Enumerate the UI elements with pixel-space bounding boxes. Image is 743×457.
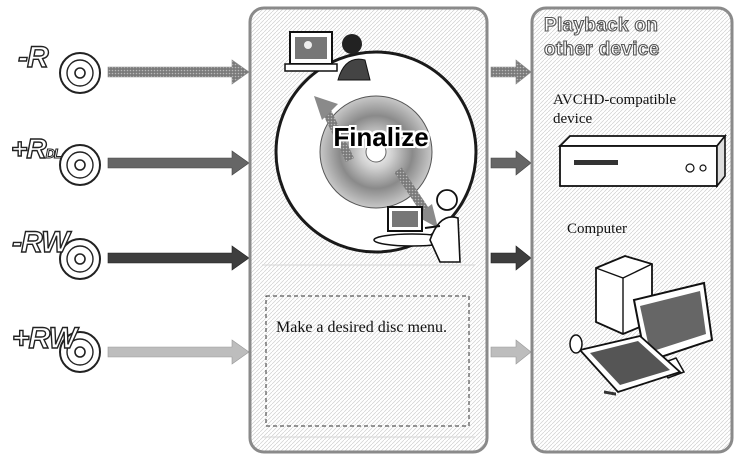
playback-title: Playback on other device bbox=[543, 14, 724, 62]
finalize-label: Finalize bbox=[333, 122, 429, 152]
disc-icon-prw bbox=[59, 331, 101, 373]
avchd-player-icon bbox=[557, 133, 727, 189]
arrow-prw-to-finalize bbox=[107, 339, 250, 365]
disc-menu-box bbox=[265, 295, 470, 427]
curved-arrow-up bbox=[320, 106, 355, 162]
disc-icon-r bbox=[59, 52, 101, 94]
computer-icon bbox=[569, 255, 714, 396]
arrow-r-to-finalize bbox=[107, 59, 250, 85]
tv-viewing-illustration bbox=[284, 31, 371, 81]
arrow-rw-to-finalize bbox=[107, 245, 250, 271]
disc-menu-note: Make a desired disc menu. bbox=[276, 319, 448, 336]
arrow-out-4 bbox=[490, 339, 532, 365]
disc-label-rdl-main: +R bbox=[10, 132, 47, 164]
disc-icon-rdl bbox=[59, 144, 101, 186]
arrow-rdl-to-finalize bbox=[107, 150, 250, 176]
computer-label: Computer bbox=[567, 221, 627, 237]
disc-icon-rw bbox=[59, 238, 101, 280]
disc-label-rdl-suffix: DL bbox=[45, 146, 62, 162]
playback-title-line2: other device bbox=[543, 38, 660, 60]
arrow-out-3 bbox=[490, 245, 532, 271]
avchd-device-label: AVCHD-compatible device bbox=[553, 92, 677, 127]
disc-label-r: -R bbox=[17, 40, 49, 74]
playback-title-line1: Playback on bbox=[543, 14, 659, 36]
arrow-out-1 bbox=[490, 59, 532, 85]
disc-label-rw: -RW bbox=[11, 225, 70, 259]
disc-label-rdl: +RDL bbox=[10, 132, 62, 165]
camcorder-viewing-illustration bbox=[373, 189, 461, 263]
arrow-out-2 bbox=[490, 150, 532, 176]
disc-label-prw: +RW bbox=[11, 321, 77, 355]
